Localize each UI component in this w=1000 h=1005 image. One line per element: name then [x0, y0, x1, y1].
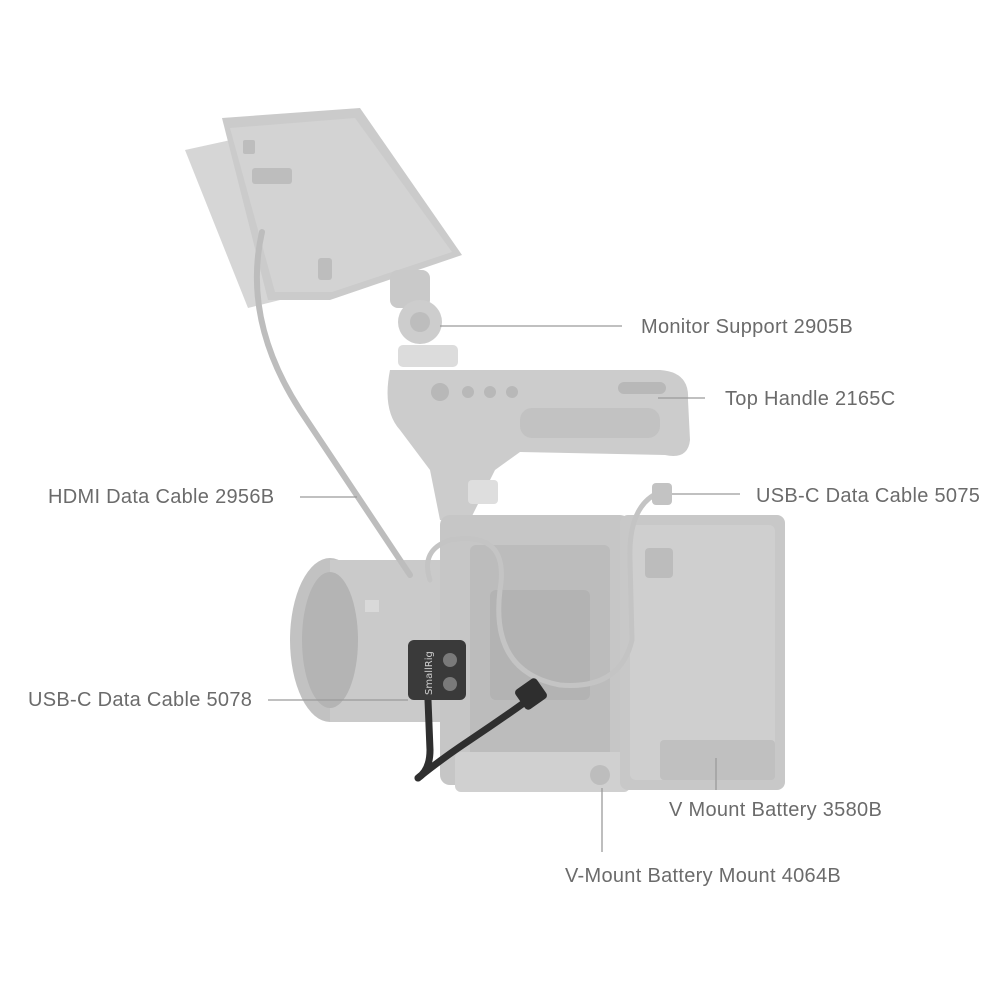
callout-hdmi-cable: HDMI Data Cable 2956B — [48, 486, 275, 508]
monitor-port — [318, 258, 332, 280]
handle-hole — [484, 386, 496, 398]
usbc-5075-cable-line — [425, 489, 663, 688]
handle-hole — [462, 386, 474, 398]
leader-lines — [268, 325, 740, 852]
camera-cage — [440, 515, 630, 792]
handle-slot — [618, 382, 666, 394]
usbc-5075-plug — [652, 483, 672, 505]
handle-hole — [431, 383, 449, 401]
monitor-logo-badge — [252, 168, 292, 184]
clamp-screw — [443, 653, 457, 667]
callout-monitor-support: Monitor Support 2905B — [641, 316, 853, 338]
clamp-screw — [443, 677, 457, 691]
battery-face — [630, 525, 775, 780]
callout-vmount-mount: V-Mount Battery Mount 4064B — [565, 865, 842, 887]
monitor — [185, 108, 462, 308]
mount-screw — [590, 765, 610, 785]
top-handle-body — [387, 370, 690, 520]
handle-grip — [520, 408, 660, 438]
callout-vmount-battery: V Mount Battery 3580B — [669, 799, 883, 821]
usbc-5078-plug — [515, 678, 547, 710]
camera-screen — [490, 590, 590, 700]
battery-button — [645, 548, 673, 578]
monitor-support-knob-center — [410, 312, 430, 332]
callout-usbc-5078: USB-C Data Cable 5078 — [28, 689, 253, 711]
cage-bottom-plate — [455, 752, 630, 792]
handle-hole — [506, 386, 518, 398]
vmount-battery-part — [620, 515, 785, 790]
monitor-support-part — [390, 270, 458, 367]
top-handle-part — [387, 370, 690, 520]
lens-badge — [365, 600, 379, 612]
monitor-support-clamp — [390, 270, 430, 308]
callout-usbc-5075: USB-C Data Cable 5075 — [756, 485, 981, 507]
handle-mount — [468, 480, 498, 504]
battery-bottom — [660, 740, 775, 780]
usbc-5078-part: SmallRig — [408, 640, 547, 782]
hdmi-cable-line — [253, 229, 413, 578]
clamp-brand-mark: SmallRig — [424, 651, 435, 695]
usbc-5078-cable-diag — [414, 696, 532, 782]
callout-top-handle: Top Handle 2165C — [725, 388, 896, 410]
cable-clamp — [408, 640, 466, 700]
monitor-support-base — [398, 345, 458, 367]
monitor-screen-back — [230, 118, 452, 292]
monitor-button — [243, 140, 255, 154]
lens-glass — [302, 572, 358, 708]
